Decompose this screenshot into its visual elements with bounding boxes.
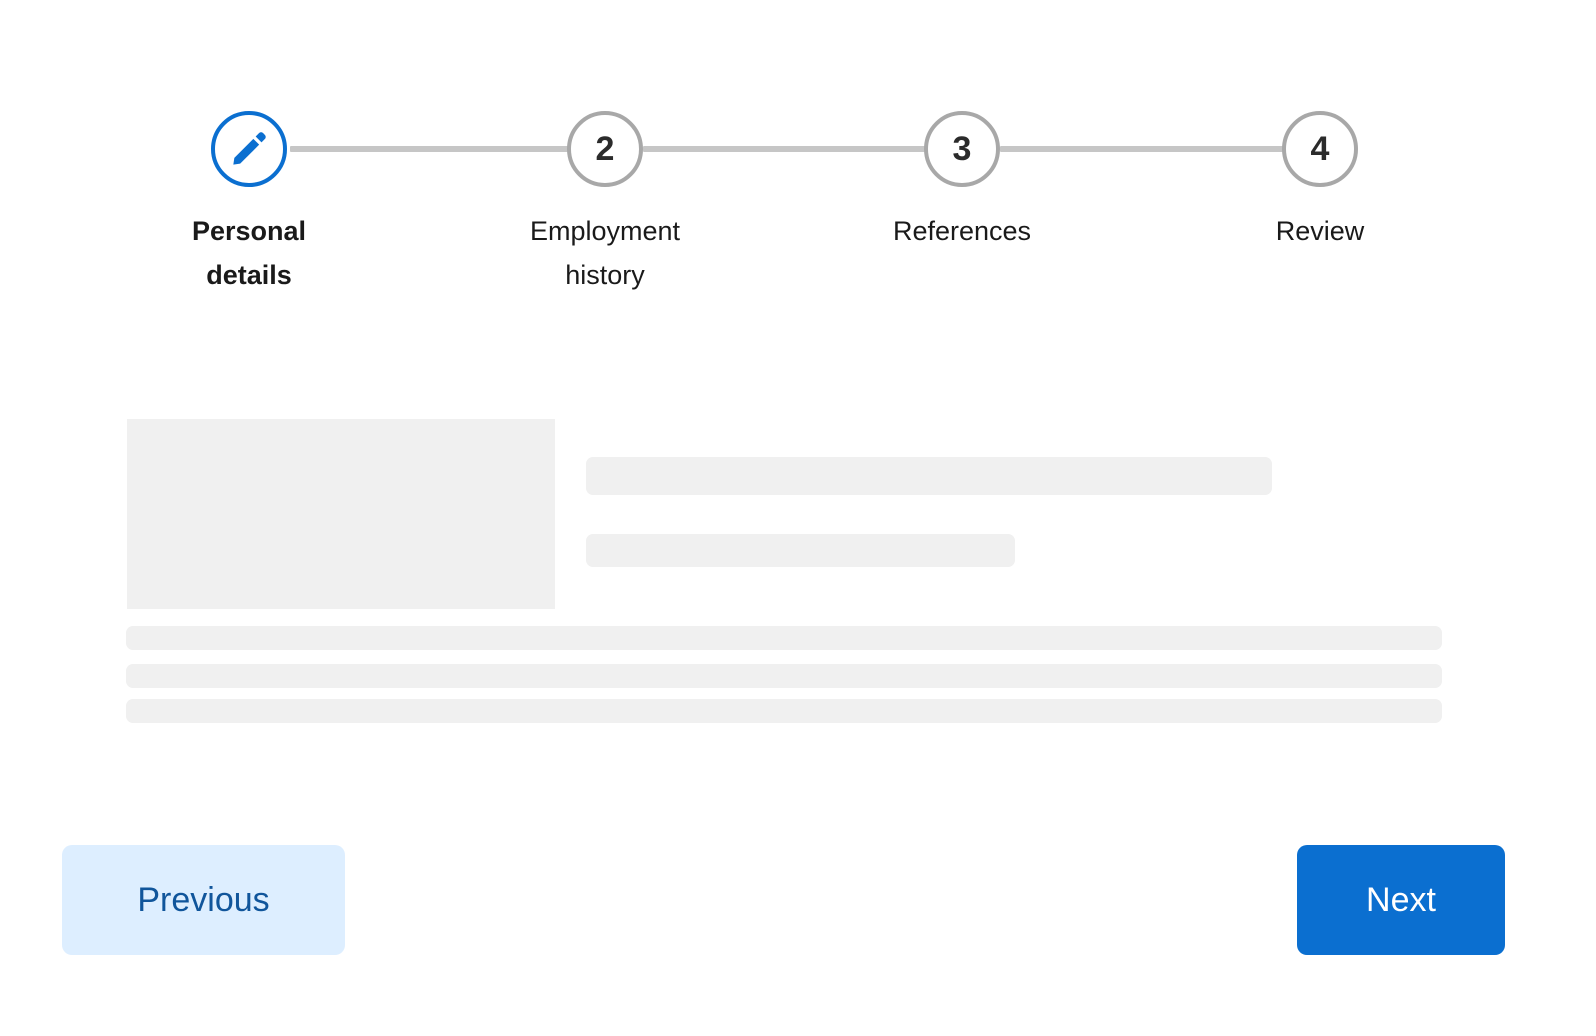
- step-number-4: 4: [1310, 130, 1330, 168]
- text-line-placeholder-1: [126, 626, 1442, 650]
- step-indicator-4[interactable]: 4: [1282, 111, 1358, 187]
- step-connector-2-3: [643, 146, 925, 152]
- step-indicator-2[interactable]: 2: [567, 111, 643, 187]
- step-item-references[interactable]: 3 References: [832, 111, 1092, 253]
- field-placeholder-small: [586, 534, 1015, 567]
- step-connector-1-2: [290, 146, 568, 152]
- step-number-3: 3: [952, 130, 972, 168]
- step-item-employment-history[interactable]: 2 Employment history: [475, 111, 735, 297]
- text-line-placeholder-2: [126, 664, 1442, 688]
- step-label-2: Employment history: [529, 216, 681, 290]
- field-placeholder-large: [586, 457, 1272, 495]
- text-line-placeholder-3: [126, 699, 1442, 723]
- step-indicator-1[interactable]: [211, 111, 287, 187]
- step-label-3: References: [892, 216, 1032, 246]
- step-label-1: Personal details: [191, 216, 307, 290]
- image-placeholder: [127, 419, 555, 609]
- step-connector-3-4: [1000, 146, 1283, 152]
- previous-button[interactable]: Previous: [62, 845, 345, 955]
- step-label-4: Review: [1275, 216, 1365, 246]
- step-indicator-3[interactable]: 3: [924, 111, 1000, 187]
- pencil-icon: [233, 132, 266, 165]
- step-item-review[interactable]: 4 Review: [1190, 111, 1450, 253]
- progress-stepper: Personal details 2 Employment history 3 …: [0, 0, 1596, 320]
- next-button[interactable]: Next: [1297, 845, 1505, 955]
- step-number-2: 2: [595, 130, 615, 168]
- step-item-personal-details[interactable]: Personal details: [119, 111, 379, 297]
- wizard-footer: Previous Next: [0, 845, 1596, 955]
